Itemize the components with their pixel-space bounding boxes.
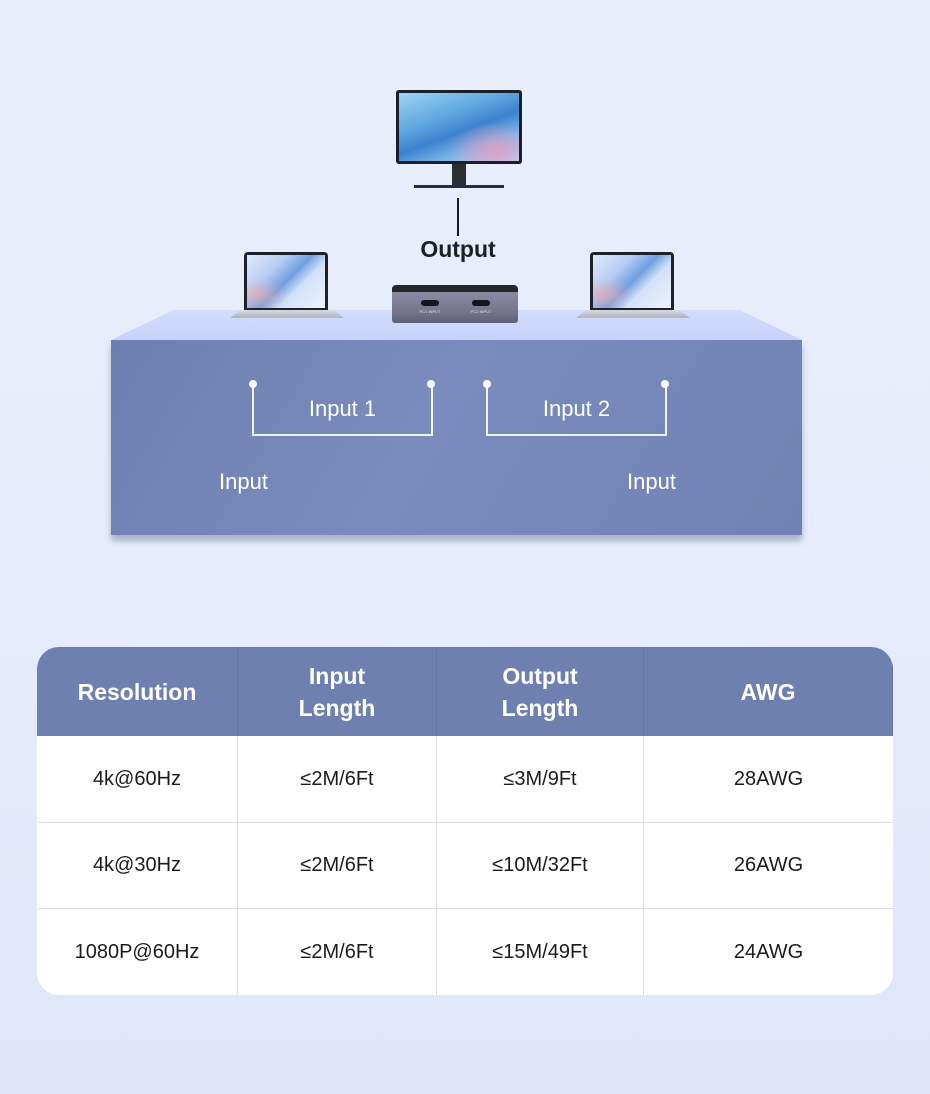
usb-c-port-2 <box>472 300 490 306</box>
laptop-icon-right <box>576 252 690 322</box>
input-2-connector <box>486 384 667 436</box>
cell-awg: 28AWG <box>733 767 804 790</box>
laptop-icon-left <box>230 252 344 322</box>
input-1-connector <box>252 384 433 436</box>
input-1-label: Input 1 <box>308 396 377 421</box>
right-input-label: Input <box>627 469 676 494</box>
monitor-stand-neck <box>452 164 466 186</box>
header-awg: AWG <box>644 647 893 736</box>
cell-output-length: ≤10M/32Ft <box>437 822 644 908</box>
cell-input-length: ≤2M/6Ft <box>238 908 437 995</box>
laptop-screen <box>590 252 674 310</box>
cell-awg: 24AWG <box>644 908 893 995</box>
laptop-keyboard-deck <box>576 310 690 318</box>
header-resolution: Resolution <box>37 647 238 736</box>
monitor-icon <box>396 90 522 190</box>
cell-resolution: 4k@60Hz <box>37 736 238 822</box>
connector-dot <box>427 380 435 388</box>
switch-top-cover <box>392 285 518 293</box>
cell-input-length: ≤2M/6Ft <box>238 822 437 908</box>
cell-output-length: ≤3M/9Ft <box>437 736 644 822</box>
cell-resolution: 4k@30Hz <box>37 822 238 908</box>
usb-c-port-1 <box>421 300 439 306</box>
output-cable-line <box>457 198 459 236</box>
monitor-stand-base <box>414 185 504 188</box>
port-label-2: PC2 INPUT <box>470 309 492 314</box>
output-label: Output <box>420 236 496 262</box>
cell-output-length: ≤15M/49Ft <box>437 908 644 995</box>
left-input-label: Input <box>219 469 268 494</box>
cell-resolution: 1080P@60Hz <box>37 908 238 995</box>
port-label-1: PC1 INPUT <box>419 309 441 314</box>
input-2-label: Input 2 <box>542 396 611 421</box>
connector-dot <box>249 380 257 388</box>
cell-awg: 26AWG <box>644 822 893 908</box>
monitor-screen <box>396 90 522 164</box>
cell-input-length: ≤2M/6Ft <box>238 736 437 822</box>
kvm-switch-icon: PC1 INPUT PC2 INPUT <box>392 285 518 323</box>
switch-body: PC1 INPUT PC2 INPUT <box>392 292 518 323</box>
laptop-screen <box>244 252 328 310</box>
connector-dot <box>483 380 491 388</box>
connector-dot <box>661 380 669 388</box>
platform-front-panel <box>111 340 802 535</box>
laptop-keyboard-deck <box>230 310 344 318</box>
